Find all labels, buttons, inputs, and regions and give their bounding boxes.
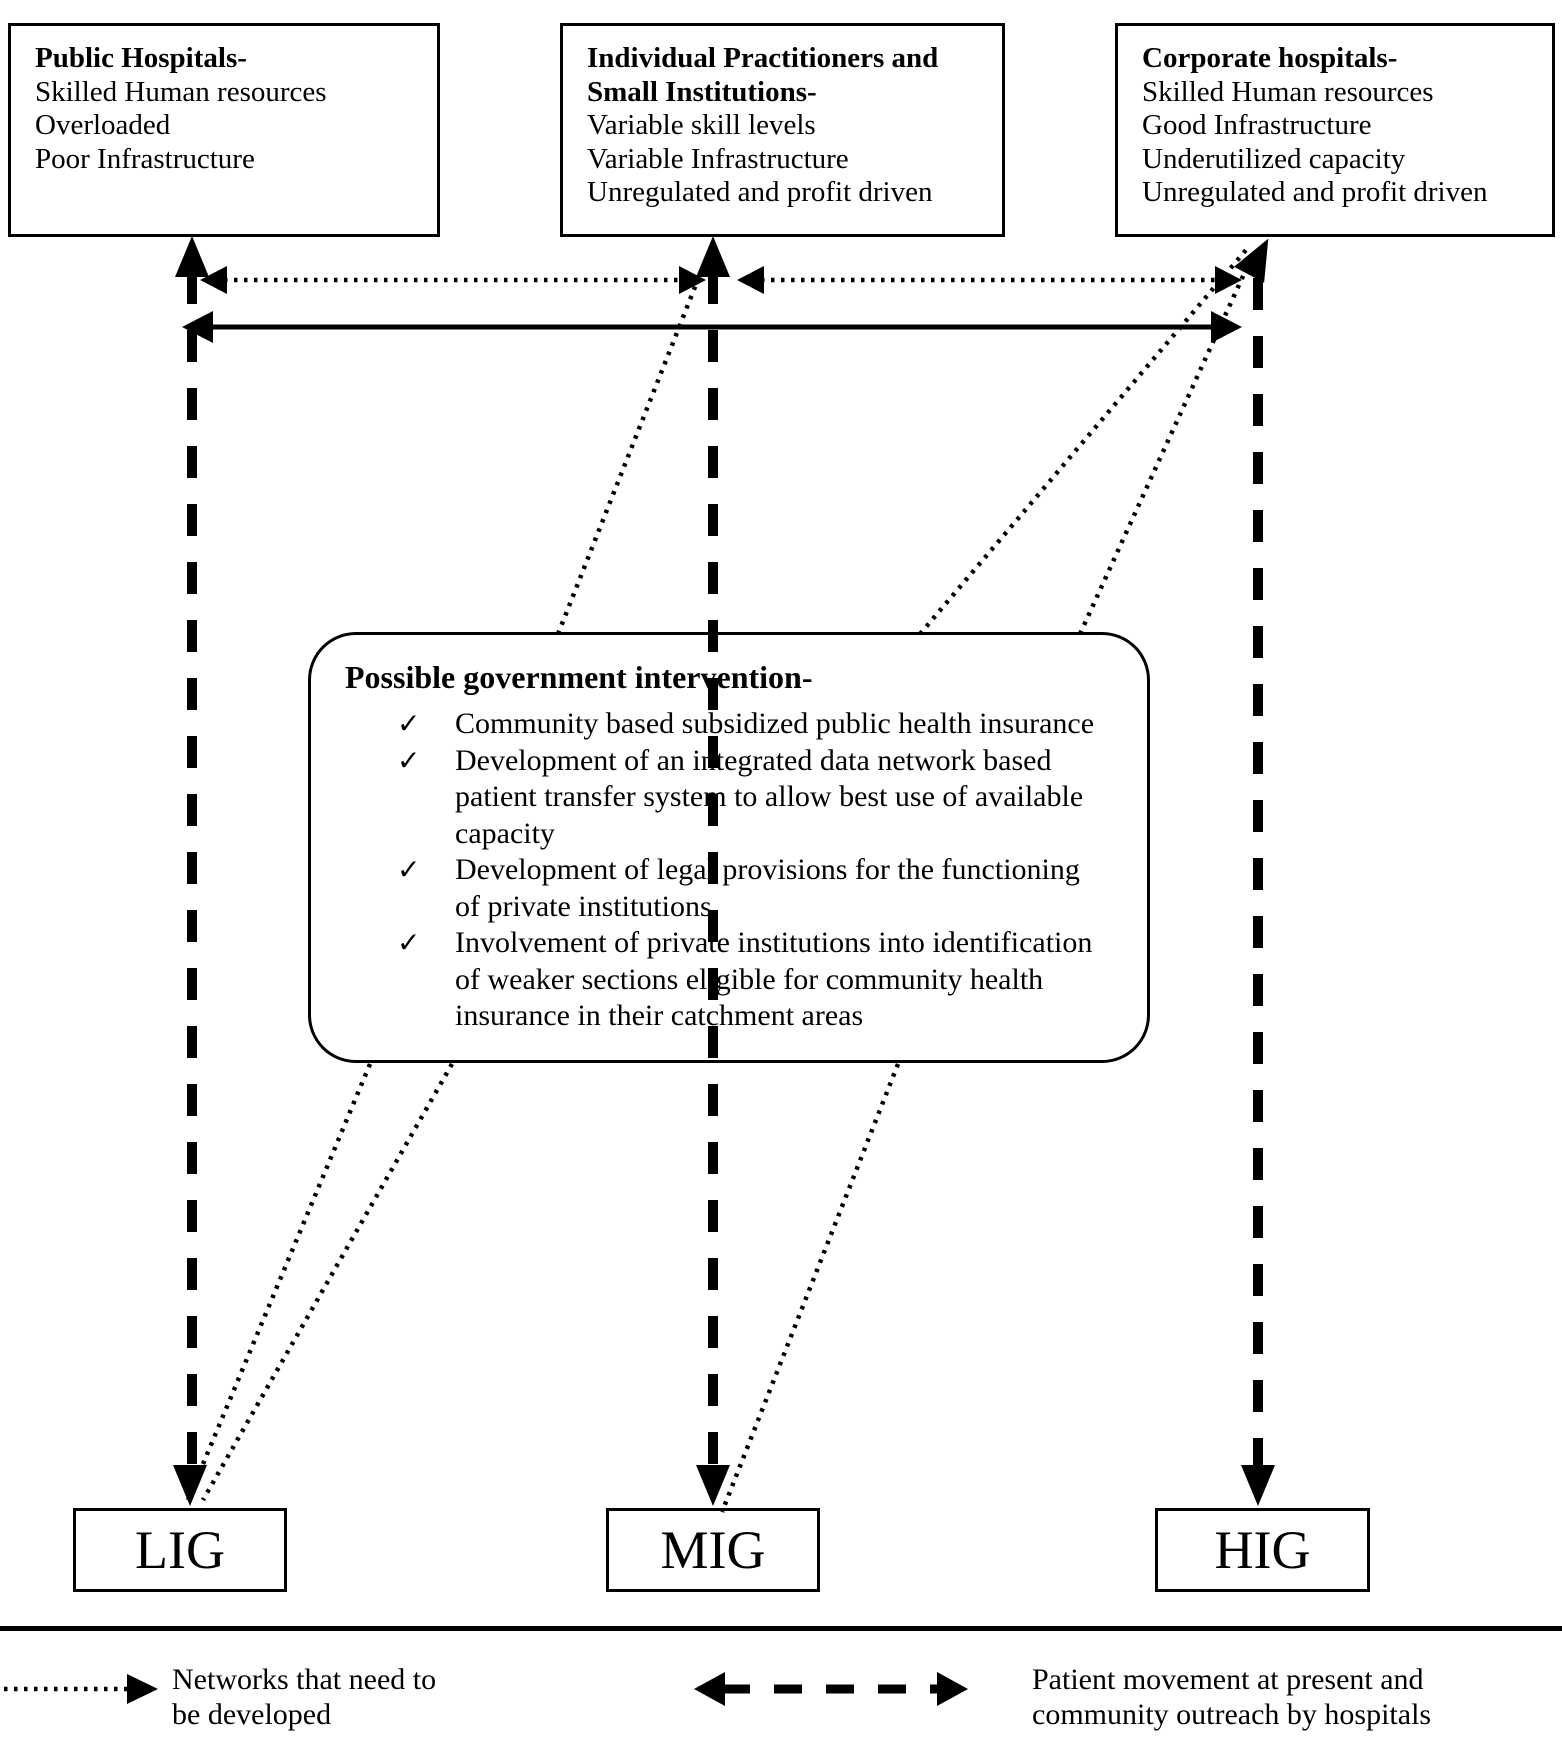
public-hospitals-line: Poor Infrastructure xyxy=(35,142,255,175)
individual-practitioners-title: Individual Practitioners and xyxy=(587,42,939,74)
intervention-bullet-1: ✓ Community based subsidized public heal… xyxy=(397,706,1127,743)
legend-dashed-label-line: community outreach by hospitals xyxy=(1032,1698,1432,1731)
government-intervention-title: Possible government intervention- xyxy=(345,659,813,695)
lig-box: LIG xyxy=(73,1508,287,1592)
individual-practitioners-line: Variable skill levels xyxy=(587,109,816,141)
network-line-intervention-to-individual xyxy=(555,253,711,635)
legend-dashed-arrow xyxy=(694,1672,968,1706)
intervention-bullet-3-line: of private institutions xyxy=(455,889,712,923)
intervention-bullet-2-line: Development of an integrated data networ… xyxy=(455,743,1052,777)
checkmark-icon: ✓ xyxy=(397,743,421,777)
individual-practitioners-line: Variable Infrastructure xyxy=(587,142,849,175)
intervention-bullet-3: ✓ Development of legal provisions for th… xyxy=(397,852,1127,925)
network-line-intervention-to-lig-2 xyxy=(201,1062,454,1502)
checkmark-icon: ✓ xyxy=(397,853,421,886)
patient-movement-arrow-left xyxy=(173,236,209,1506)
checkmark-icon: ✓ xyxy=(397,926,421,959)
individual-practitioners-title: Small Institutions- xyxy=(587,75,817,108)
mig-label: MIG xyxy=(660,1520,766,1580)
legend-dashed-label: Patient movement at present and communit… xyxy=(1032,1662,1492,1732)
corporate-hospitals-box: Corporate hospitals- Skilled Human resou… xyxy=(1115,23,1555,237)
public-hospitals-line: Overloaded xyxy=(35,109,171,141)
network-line-intervention-to-lig-1 xyxy=(185,1063,373,1501)
public-hospitals-box: Public Hospitals- Skilled Human resource… xyxy=(8,23,440,237)
network-arrow-public-individual xyxy=(200,266,706,294)
public-hospitals-line: Skilled Human resources xyxy=(35,75,327,108)
network-line-intervention-to-corporate-2 xyxy=(1077,251,1257,635)
patient-movement-arrow-middle xyxy=(696,236,730,1506)
government-intervention-box: Possible government intervention- ✓ Comm… xyxy=(308,632,1150,1063)
legend-dotted-label: Networks that need to be developed xyxy=(172,1662,532,1732)
intervention-bullet-4-line: of weaker sections eligible for communit… xyxy=(455,962,1044,996)
solid-arrow-public-corporate xyxy=(182,311,1242,343)
legend-dotted-label-line: Networks that need to xyxy=(172,1663,437,1696)
intervention-bullet-2-line: capacity xyxy=(455,816,555,850)
intervention-bullet-4-line: insurance in their catchment areas xyxy=(455,999,864,1032)
hig-box: HIG xyxy=(1155,1508,1370,1592)
intervention-bullet-3-line: Development of legal provisions for the … xyxy=(455,853,1080,886)
individual-practitioners-line: Unregulated and profit driven xyxy=(587,176,933,208)
patient-movement-arrow-right xyxy=(1234,238,1275,1506)
intervention-bullet-4: ✓ Involvement of private institutions in… xyxy=(397,925,1127,1035)
legend-dotted-arrow xyxy=(4,1674,158,1704)
corporate-hospitals-title: Corporate hospitals- xyxy=(1142,42,1398,74)
checkmark-icon: ✓ xyxy=(397,707,421,740)
network-line-intervention-to-mig xyxy=(719,1063,901,1513)
legend-dotted-label-line: be developed xyxy=(172,1698,332,1731)
mig-box: MIG xyxy=(606,1508,820,1592)
network-line-intervention-to-corporate-1 xyxy=(918,248,1248,636)
legend-dashed-label-line: Patient movement at present and xyxy=(1032,1663,1424,1696)
corporate-hospitals-line: Underutilized capacity xyxy=(1142,142,1406,175)
intervention-bullet-4-line: Involvement of private institutions into… xyxy=(455,926,1093,959)
intervention-bullet-1-line: Community based subsidized public health… xyxy=(455,707,1095,740)
individual-practitioners-box: Individual Practitioners and Small Insti… xyxy=(560,23,1005,237)
network-arrow-individual-corporate xyxy=(737,266,1242,294)
hig-label: HIG xyxy=(1214,1520,1311,1580)
legend-separator xyxy=(0,1626,1562,1631)
intervention-bullet-2: ✓ Development of an integrated data netw… xyxy=(397,743,1127,853)
corporate-hospitals-line: Unregulated and profit driven xyxy=(1142,176,1488,208)
lig-label: LIG xyxy=(135,1520,225,1580)
public-hospitals-title: Public Hospitals- xyxy=(35,42,247,74)
corporate-hospitals-line: Good Infrastructure xyxy=(1142,109,1372,141)
intervention-bullet-2-line: patient transfer system to allow best us… xyxy=(455,780,1084,813)
corporate-hospitals-line: Skilled Human resources xyxy=(1142,75,1434,108)
